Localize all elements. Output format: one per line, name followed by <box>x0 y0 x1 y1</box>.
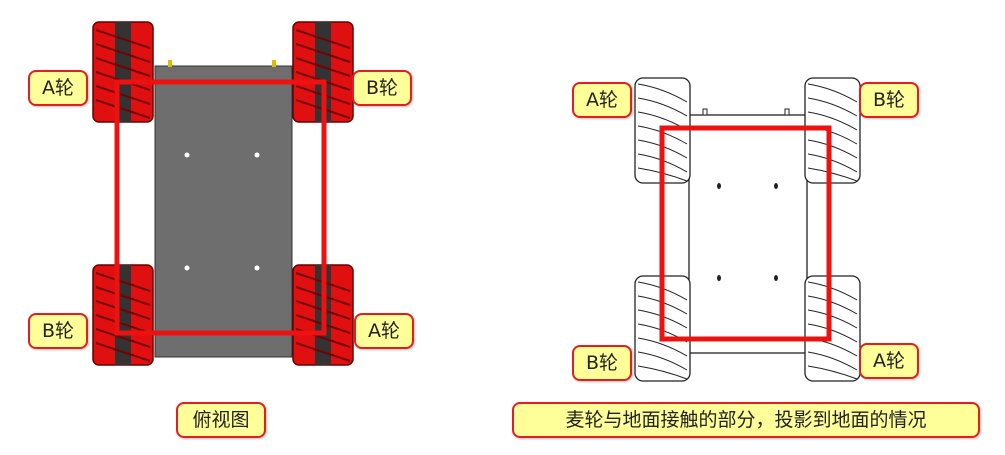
right-connector <box>784 108 790 116</box>
left-wheel-top-left <box>92 21 154 123</box>
left-label-top-left: A轮 <box>28 70 88 106</box>
right-label-top-left: A轮 <box>572 82 632 118</box>
left-top-view <box>92 21 354 366</box>
right-chassis <box>688 114 808 354</box>
right-label-bottom-left: B轮 <box>572 345 632 381</box>
left-connector <box>272 60 276 67</box>
right-mount-holes <box>717 183 778 281</box>
left-mount-holes <box>184 152 260 271</box>
right-wheel-bottom-right <box>804 275 861 382</box>
left-label-top-right: B轮 <box>352 70 412 106</box>
right-label-bottom-right: A轮 <box>859 343 919 379</box>
right-highlight-rect <box>659 125 832 342</box>
right-caption: 麦轮与地面接触的部分，投影到地面的情况 <box>512 402 980 438</box>
right-label-top-right: B轮 <box>859 82 919 118</box>
right-projection-view <box>634 77 861 382</box>
left-label-bottom-left: B轮 <box>28 313 88 349</box>
left-label-bottom-right: A轮 <box>354 313 414 349</box>
right-connector <box>702 108 708 116</box>
left-highlight-rect <box>114 79 327 336</box>
left-caption: 俯视图 <box>176 402 266 438</box>
left-connector <box>168 60 172 67</box>
left-wheel-bottom-left <box>92 264 154 366</box>
left-chassis <box>154 65 293 358</box>
